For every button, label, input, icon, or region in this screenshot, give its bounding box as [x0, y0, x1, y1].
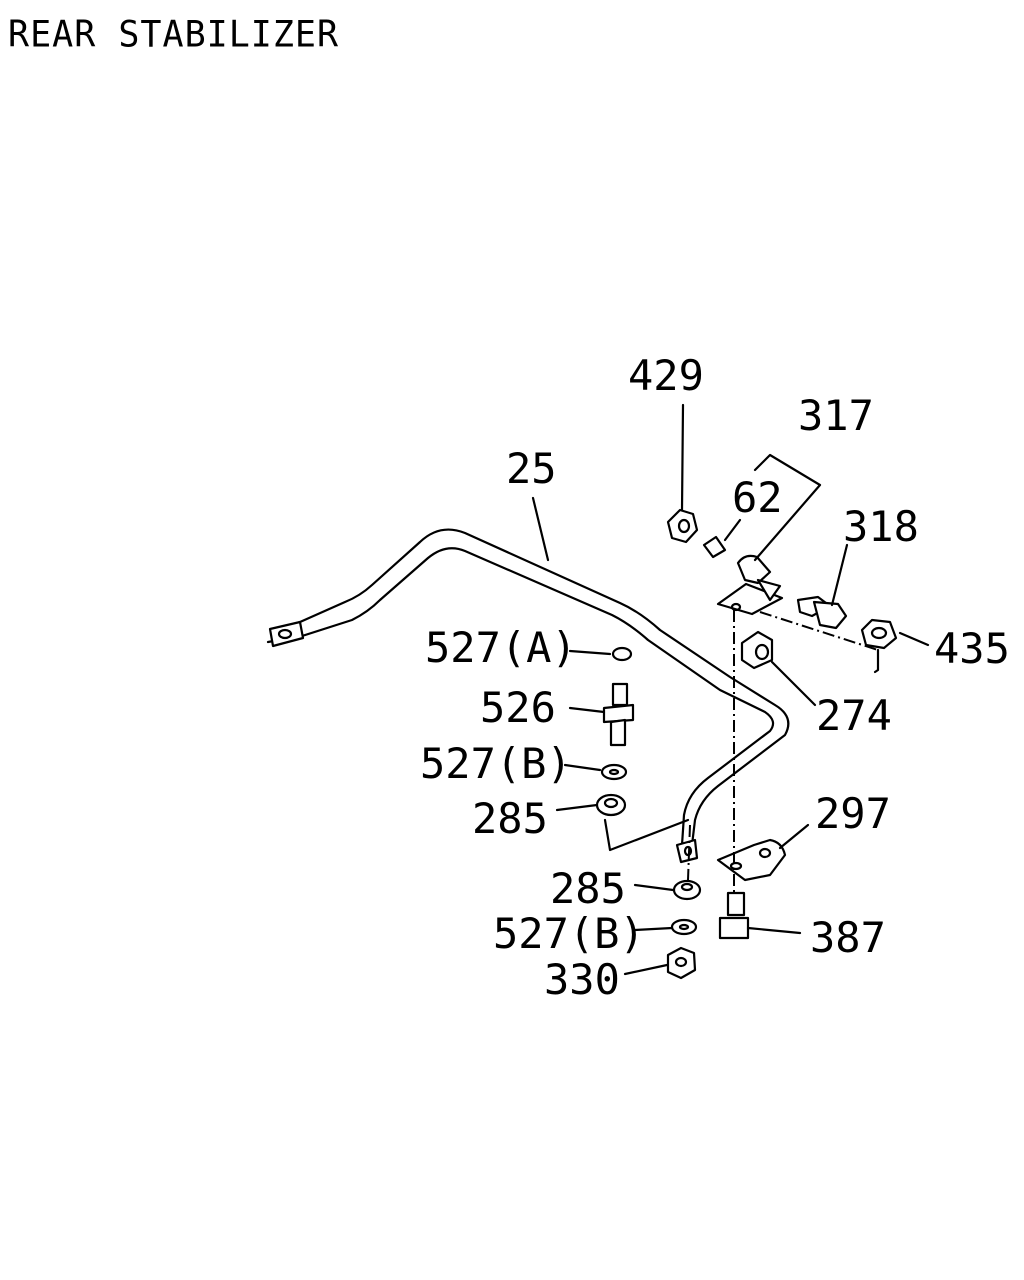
- callout-330: 330: [544, 955, 620, 1004]
- callout-285-upper: 285: [472, 794, 548, 843]
- callout-526: 526: [480, 683, 556, 732]
- bolt-318[interactable]: [796, 595, 848, 630]
- callout-527a: 527(A): [425, 623, 577, 672]
- callout-318: 318: [843, 502, 919, 551]
- callout-527b-lower: 527(B): [493, 909, 645, 958]
- cushion-285-lower[interactable]: [672, 879, 702, 901]
- leader-lines: [531, 403, 930, 976]
- link-upper-317[interactable]: [716, 554, 784, 616]
- bracket-297[interactable]: [716, 838, 787, 882]
- diagram-title: REAR STABILIZER: [8, 14, 340, 56]
- callout-317: 317: [798, 391, 874, 440]
- nut-330[interactable]: [666, 946, 697, 980]
- stud-526[interactable]: [602, 682, 635, 747]
- assembly-axis-435: [759, 611, 879, 651]
- callout-435: 435: [934, 624, 1010, 673]
- callout-285-lower: 285: [550, 864, 626, 913]
- bolt-387[interactable]: [718, 891, 750, 940]
- callout-297: 297: [815, 789, 891, 838]
- callout-527b-upper: 527(B): [420, 739, 572, 788]
- washer-527b-upper[interactable]: [600, 763, 628, 781]
- cushion-285-upper[interactable]: [595, 793, 627, 817]
- callout-25: 25: [506, 444, 557, 493]
- callout-387: 387: [810, 913, 886, 962]
- collar-62[interactable]: [702, 535, 727, 559]
- clip-527a[interactable]: [611, 646, 633, 662]
- nut-435[interactable]: [860, 618, 898, 650]
- callout-62: 62: [732, 473, 783, 522]
- callout-274: 274: [816, 691, 892, 740]
- bushing-274[interactable]: [740, 630, 774, 670]
- assembly-axis-left: [687, 824, 691, 881]
- washer-527b-lower[interactable]: [670, 918, 698, 936]
- callout-429: 429: [628, 351, 704, 400]
- nut-429[interactable]: [666, 508, 699, 544]
- stabilizer-bar[interactable]: [266, 528, 790, 864]
